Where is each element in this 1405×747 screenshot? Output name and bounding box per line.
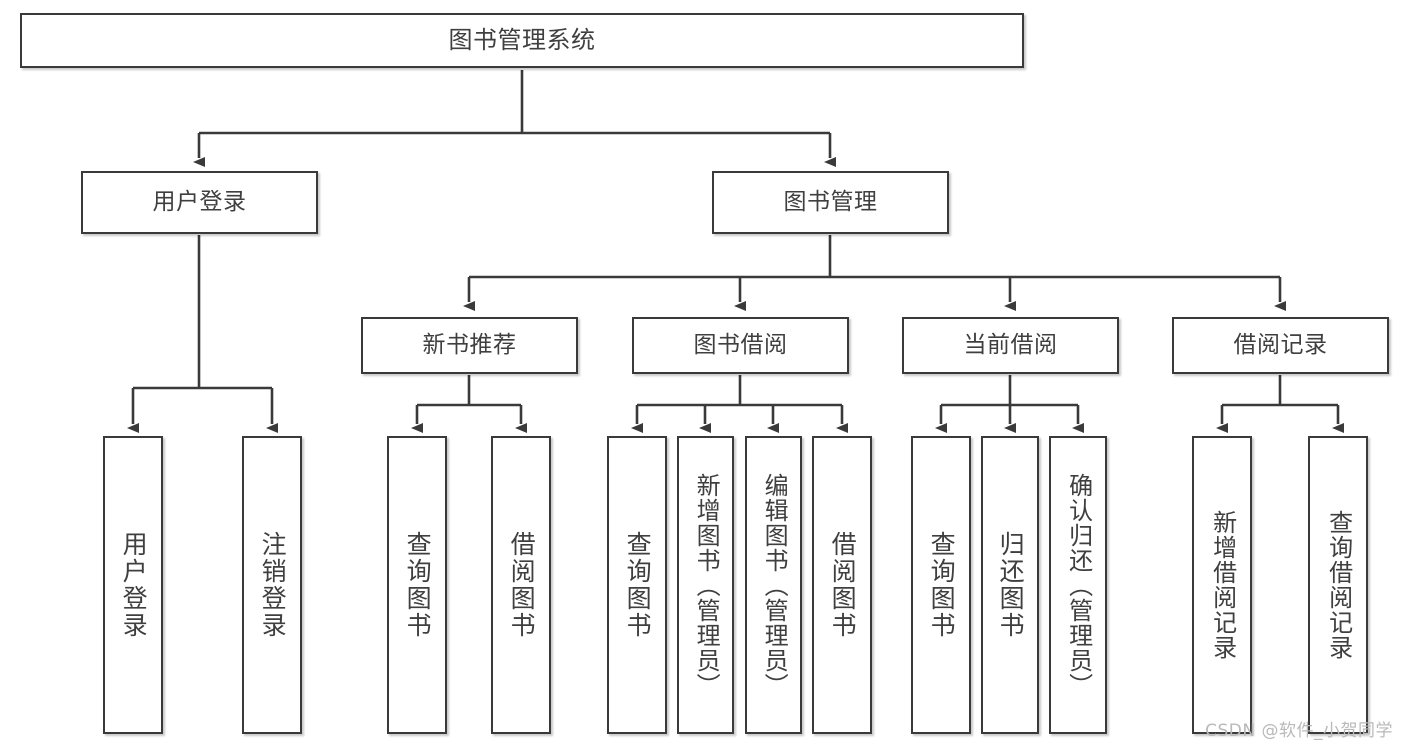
node-user-login[interactable]: 用户登录 (81, 171, 318, 234)
node-label: 用户登录 (152, 188, 247, 215)
leaf-borrow-add-book-admin[interactable]: 新增图书（管理员） (677, 436, 734, 734)
node-label: 查询图书 (623, 531, 653, 639)
node-label: 借阅记录 (1233, 331, 1328, 358)
node-label: 图书管理 (783, 188, 878, 215)
node-root-system[interactable]: 图书管理系统 (20, 13, 1024, 68)
leaf-newbook-query-book[interactable]: 查询图书 (387, 436, 447, 734)
node-label: 确认归还（管理员） (1064, 472, 1093, 698)
node-label: 查询借阅记录 (1324, 510, 1353, 660)
node-label: 借阅图书 (828, 531, 858, 639)
csdn-watermark: CSDN @软件_小贺同学 (1205, 721, 1393, 741)
node-label: 新书推荐 (422, 331, 517, 358)
leaf-record-query-borrow-record[interactable]: 查询借阅记录 (1308, 436, 1368, 734)
leaf-borrow-borrow-book[interactable]: 借阅图书 (812, 436, 872, 734)
node-label: 当前借阅 (963, 331, 1058, 358)
node-label: 注销登录 (258, 531, 288, 639)
node-label: 新增图书（管理员） (692, 472, 721, 698)
leaf-record-add-borrow-record[interactable]: 新增借阅记录 (1192, 436, 1252, 734)
node-new-book-recommend[interactable]: 新书推荐 (361, 317, 578, 374)
leaf-newbook-borrow-book[interactable]: 借阅图书 (491, 436, 551, 734)
leaf-user-login[interactable]: 用户登录 (103, 436, 163, 734)
node-label: 新增借阅记录 (1208, 510, 1237, 660)
node-label: 查询图书 (403, 531, 433, 639)
node-label: 编辑图书（管理员） (760, 472, 789, 698)
node-label: 用户登录 (119, 531, 149, 639)
leaf-current-return-book[interactable]: 归还图书 (981, 436, 1039, 734)
leaf-user-logout[interactable]: 注销登录 (242, 436, 302, 734)
node-label: 查询图书 (927, 531, 957, 639)
node-label: 图书管理系统 (448, 26, 596, 55)
node-label: 归还图书 (996, 531, 1026, 639)
node-label: 图书借阅 (693, 331, 788, 358)
node-current-borrow[interactable]: 当前借阅 (902, 317, 1119, 374)
leaf-borrow-edit-book-admin[interactable]: 编辑图书（管理员） (745, 436, 802, 734)
node-book-borrow[interactable]: 图书借阅 (632, 317, 849, 374)
leaf-current-query-book[interactable]: 查询图书 (911, 436, 971, 734)
leaf-borrow-query-book[interactable]: 查询图书 (607, 436, 667, 734)
node-borrow-records[interactable]: 借阅记录 (1172, 317, 1389, 374)
node-book-management[interactable]: 图书管理 (712, 171, 949, 234)
leaf-current-confirm-return-admin[interactable]: 确认归还（管理员） (1049, 436, 1107, 734)
node-label: 借阅图书 (507, 531, 537, 639)
